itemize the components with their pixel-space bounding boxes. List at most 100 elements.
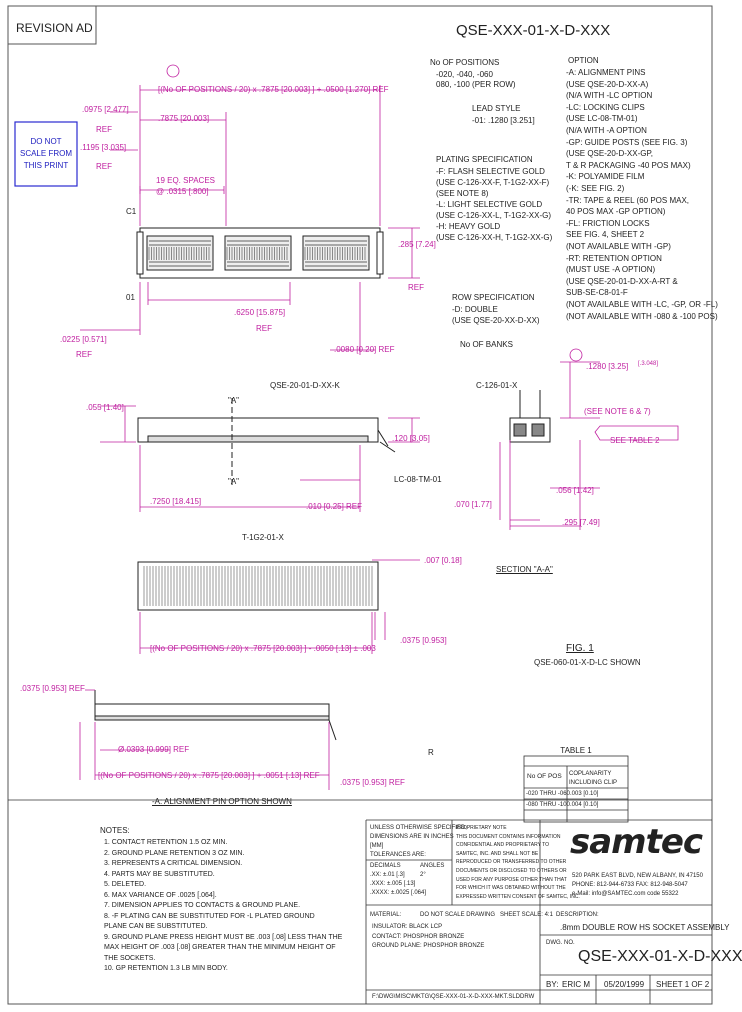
- top-connector-view: [136, 227, 384, 279]
- option-lines-line: (N/A WITH -LC OPTION: [566, 91, 653, 101]
- drawing-date: 05/20/1999: [604, 980, 645, 989]
- bottom-dimension-lines: [139, 559, 420, 654]
- banks-label: No OF BANKS: [460, 340, 513, 349]
- option-lines-line: -TR: TAPE & REEL (60 POS MAX,: [566, 195, 689, 205]
- section-dimension-lines: [499, 348, 679, 530]
- positions-line-2: 080, -100 (PER ROW): [436, 80, 516, 89]
- tb-unless-line: [MM]: [370, 843, 384, 849]
- option-lines-line: -A: ALIGNMENT PINS: [566, 68, 646, 77]
- dim-bottom-formula: [(No OF POSITIONS / 20) x .7875 [20.003]…: [150, 644, 376, 653]
- do-not-scale-line2: SCALE FROM: [19, 149, 72, 158]
- alignment-dimension-lines: [79, 689, 330, 790]
- tb-angles-line: ANGLES: [420, 863, 445, 869]
- section-marker-top: "A": [228, 396, 240, 405]
- dim-7250: .7250 [18.415]: [150, 497, 202, 506]
- dim-056: .056 [1.42]: [556, 486, 594, 495]
- dim-0080: .0080 [0.20] REF: [334, 345, 395, 354]
- option-lines-line: (NOT AVAILABLE WITH -GP): [566, 242, 671, 251]
- label-01: 01: [126, 293, 135, 302]
- notes-lines-line: 5. DELETED.: [104, 881, 147, 888]
- file-path: F:\DWG\MISC\MKTG\QSE-XXX-01-X-D-XXX-MKT.…: [372, 994, 535, 1000]
- option-lines-line: -RT: RETENTION OPTION: [566, 253, 662, 263]
- tb-proprietary-line: SAMTEC, INC. AND SHALL NOT BE: [456, 850, 539, 857]
- tb-unless-line: DIMENSIONS ARE IN INCHES: [370, 834, 454, 840]
- tb-proprietary-line: EXPRESSED WRITTEN CONSENT OF SAMTEC, INC…: [456, 893, 580, 900]
- row-spec-title: ROW SPECIFICATION: [452, 293, 535, 302]
- table1-title: TABLE 1: [560, 746, 592, 755]
- notes-lines-line: THE SOCKETS.: [104, 954, 156, 962]
- option-lines-line: T & R PACKAGING -40 POS MAX): [566, 160, 691, 170]
- positions-line-1: -020, -040, -060: [436, 70, 493, 79]
- dim-070: .070 [1.77]: [454, 500, 492, 509]
- tb-proprietary-line: REPRODUCED OR TRANSFERRED TO OTHER: [456, 859, 567, 866]
- option-lines-line: (MUST USE -A OPTION): [566, 265, 656, 275]
- positions-title: No OF POSITIONS: [430, 58, 500, 67]
- tb-proprietary-line: THIS DOCUMENT CONTAINS INFORMATION: [456, 833, 561, 840]
- dim-overall: [(No OF POSITIONS / 20) x .7875 [20.003]…: [158, 85, 389, 94]
- dim-0393: Ø.0393 [0.999] REF: [118, 745, 190, 754]
- alignment-pin-view: [94, 690, 337, 741]
- qse-callout: QSE-20-01-D-XX-K: [270, 381, 340, 390]
- notes-lines-line: 3. REPRESENTS A CRITICAL DIMENSION.: [104, 860, 243, 867]
- tb-proprietary-line: PROPRIETARY NOTE: [456, 825, 507, 831]
- title-block-grid: [8, 799, 712, 1004]
- sheet-scale: SHEET SCALE: 4:1: [500, 912, 553, 918]
- option-lines-line: SEE FIG. 4, SHEET 2: [566, 230, 645, 240]
- c126-callout: C-126-01-X: [476, 381, 518, 390]
- do-not-scale-drawing: DO NOT SCALE DRAWING: [420, 912, 496, 918]
- side-view: [137, 398, 396, 488]
- table1-header-1: No OF POS: [527, 773, 562, 780]
- dim-eq-spaces-1: 19 EQ. SPACES: [156, 176, 215, 185]
- lead-style-title: LEAD STYLE: [472, 104, 521, 113]
- tb-proprietary-line: FOR WHICH IT WAS OBTAINED WITHOUT THE: [456, 885, 566, 892]
- option-lines-line: SUB-SE-C8-01-F: [566, 288, 628, 298]
- tb-address-line: e-Mail: info@SAMTEC.com code 55322: [572, 891, 679, 897]
- tb-decimals-line: .XX: ±.01 [.3]: [370, 872, 405, 878]
- tb-address-line: PHONE: 812-944-6733 FAX: 812-948-5047: [572, 882, 688, 888]
- dim-1280: .1280 [3.25]: [586, 362, 629, 371]
- section-marker-bottom: "A": [228, 477, 240, 486]
- notes-lines-line: 4. PARTS MAY BE SUBSTITUTED.: [104, 870, 215, 878]
- tb-address-line: 520 PARK EAST BLVD, NEW ALBANY, IN 47150: [572, 873, 703, 879]
- dim-bottom2: [(No OF POSITIONS / 20) x .7875 [20.003]…: [98, 771, 320, 780]
- drawing-canvas: [7, 5, 713, 1005]
- notes-lines-line: 1. CONTACT RETENTION 1.5 OZ MIN.: [104, 839, 228, 846]
- option-lines-line: -FL: FRICTION LOCKS: [566, 218, 650, 228]
- option-lines-line: (USE QSE-20-D-XX-GP,: [566, 149, 653, 159]
- table1-header-2: COPLANARITY INCLUDING CLIP: [569, 771, 618, 786]
- dim-285: .285 [7.24]: [398, 240, 436, 249]
- option-lines-line: -LC: LOCKING CLIPS: [566, 102, 645, 112]
- dim-0375c: .0375 [0.953] REF: [340, 778, 405, 787]
- top-dimension-lines: [80, 64, 420, 355]
- fig1-label: FIG. 1: [566, 643, 594, 654]
- dim-0975-ref: REF: [96, 125, 112, 134]
- lc-callout: LC-08-TM-01: [394, 475, 442, 484]
- sheet-number: SHEET 1 OF 2: [656, 980, 710, 989]
- option-lines-line: (USE QSE-20-01-D-XX-A-RT &: [566, 276, 678, 286]
- option-lines-line: (USE LC-08-TM-01): [566, 114, 638, 124]
- dim-120: .120 [3.05]: [392, 434, 430, 443]
- notes-lines-line: 2. GROUND PLANE RETENTION 3 OZ MIN.: [104, 849, 245, 857]
- dim-285-ref: REF: [408, 283, 424, 292]
- material-header: MATERIAL:: [370, 912, 402, 918]
- description: .8mm DOUBLE ROW HS SOCKET ASSEMBLY: [560, 923, 730, 932]
- dwg-label: DWG. NO.: [546, 940, 575, 946]
- tb-unless-line: UNLESS OTHERWISE SPECIFIED,: [370, 825, 467, 831]
- tb-proprietary-line: USED FOR ANY PURPOSE OTHER THAN THAT: [456, 876, 567, 883]
- tb-decimals-line: DECIMALS: [370, 863, 401, 869]
- dim-0225-ref: REF: [76, 350, 92, 359]
- alignment-label: -A: ALIGNMENT PIN OPTION SHOWN: [152, 797, 292, 806]
- drawing-number: QSE-XXX-01-X-D-XXX: [578, 948, 742, 965]
- options-title: OPTION: [568, 56, 599, 65]
- section-label: SECTION "A-A": [496, 565, 553, 574]
- page-border: [7, 5, 713, 1005]
- revision-box: [7, 5, 97, 45]
- lead-style-line: -01: .1280 [3.251]: [472, 116, 535, 125]
- notes-lines-line: 7. DIMENSION APPLIES TO CONTACTS & GROUN…: [104, 902, 301, 909]
- row-spec-line-2: (USE QSE-20-XX-D-XX): [452, 316, 540, 325]
- notes-lines-line: MAX HEIGHT OF .003 [.08] GREATER THAN TH…: [104, 944, 336, 951]
- bottom-view: [137, 561, 379, 611]
- dim-010: .010 [0.25] REF: [306, 502, 363, 511]
- by-label: BY:: [546, 980, 559, 989]
- dim-007: .007 [0.18]: [424, 556, 462, 565]
